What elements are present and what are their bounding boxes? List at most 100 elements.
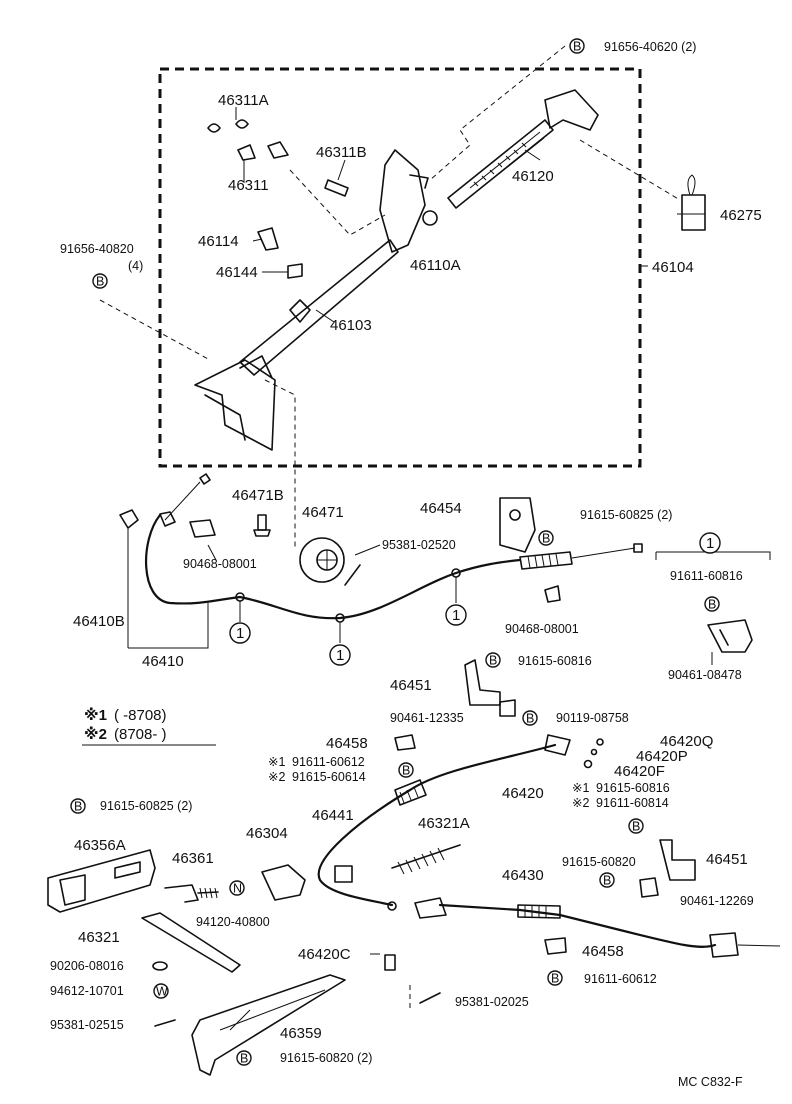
legend-mark-1: ※1 [84,706,107,724]
bolt-b-left-cable: B [398,762,414,778]
label-46321A: 46321A [418,815,470,832]
label-46471: 46471 [302,504,344,521]
label-91611-60612-lower: 91611-60612 [584,972,657,986]
lever-assembly-box [158,67,648,468]
symbol-b: B [526,712,534,726]
symbol-b: B [542,532,550,546]
lower-parts [47,734,696,1076]
label-46420C: 46420C [298,946,351,963]
label-46430: 46430 [502,867,544,884]
label-91615-60816-b: 91615-60816 [596,781,670,795]
symbol-b: B [240,1052,248,1066]
symbol-b: B [96,275,104,289]
label-91615-60825-upper: 91615-60825 (2) [580,508,672,522]
label-46458-lower: 46458 [582,943,624,960]
label-46359: 46359 [280,1025,322,1042]
bolt-b-right-cable: B [628,818,644,834]
label-94120-40800: 94120-40800 [196,915,270,929]
label-94612-10701: 94612-10701 [50,984,124,998]
mark-2-left: ※2 [268,770,285,784]
label-46114: 46114 [198,233,239,250]
label-46451-lower: 46451 [706,851,748,868]
symbol-b: B [551,972,559,986]
label-46311: 46311 [228,177,269,194]
label-46471B: 46471B [232,487,284,504]
label-90468-08001-left: 90468-08001 [183,557,257,571]
bolt-b-91615-60820-2: B 91615-60820 (2) [236,1050,372,1066]
ref-1-text: 1 [706,535,714,552]
label-91611-60612-upper: 91611-60612 [292,755,365,769]
label-91615-60614: 91615-60614 [292,770,366,784]
bolt-b-91615-60820: B [599,872,615,888]
legend-range-2: (8708- ) [114,726,167,743]
symbol-b: B [74,800,82,814]
symbol-b: B [603,874,611,888]
symbol-b: B [402,764,410,778]
label-91615-60825-lower: 91615-60825 (2) [100,799,192,813]
footer-code: MC C832-F [678,1075,743,1089]
mark-1-right: ※1 [572,781,589,795]
label-91656-40820-qty: (4) [128,259,143,273]
ref-1-marker-c: 1 [445,604,467,626]
symbol-b: B [708,598,716,612]
bolt-b-ref1: B [704,596,720,612]
symbol-b: B [489,654,497,668]
label-91615-60816: 91615-60816 [518,654,592,668]
label-46410B: 46410B [73,613,125,630]
legend-range-1: ( -8708) [114,707,167,724]
label-91611-60816: 91611-60816 [670,569,743,583]
ref-1-text: 1 [236,625,244,642]
ref-1-marker-b: 1 [329,644,351,666]
label-46104: 46104 [652,259,694,276]
bolt-b-91615-60825-lower: B 91615-60825 (2) [70,798,192,814]
symbol-n: N [233,882,242,896]
label-46458-upper: 46458 [326,735,368,752]
applicability-legend: ※1 ( -8708) ※2 (8708- ) [82,706,216,746]
ref-1-detail-header: 1 [699,532,721,554]
label-90461-12269: 90461-12269 [680,894,754,908]
label-95381-02520: 95381-02520 [382,538,456,552]
label-46304: 46304 [246,825,288,842]
label-46110A: 46110A [410,257,461,274]
label-46120: 46120 [512,168,554,185]
label-46420Q: 46420Q [660,733,713,750]
washer-w-94612-10701: 94612-10701 W [50,983,169,999]
label-91611-60814: 91611-60814 [596,796,669,810]
rear-cable-46420 [317,734,571,911]
label-46454: 46454 [420,500,462,517]
front-cable-46410 [145,473,643,643]
label-95381-02515: 95381-02515 [50,1018,124,1032]
bolt-b-90119-08758: B 90119-08758 [522,710,629,726]
label-46144: 46144 [216,264,258,281]
label-90468-08001-right: 90468-08001 [505,622,579,636]
label-46356A: 46356A [74,837,126,854]
label-46275: 46275 [720,207,762,224]
label-46451-upper: 46451 [390,677,432,694]
bolt-b-91656-40820: 91656-40820 (4) B [60,242,143,289]
label-46420: 46420 [502,785,544,802]
middle-parts [119,497,561,717]
label-46103: 46103 [330,317,372,334]
label-46361: 46361 [172,850,214,867]
label-46311B: 46311B [316,144,367,161]
ref-1-marker-a: 1 [229,622,251,644]
label-91656-40620: 91656-40620 (2) [604,40,696,54]
label-90461-08478: 90461-08478 [668,668,742,682]
bolt-b-91611-60612: B 91611-60612 [547,970,657,986]
label-46420F: 46420F [614,763,665,780]
bolt-b-91656-40620: B 91656-40620 (2) [569,38,696,54]
ref-1-text: 1 [336,647,344,664]
label-91615-60820: 91615-60820 [562,855,636,869]
label-90461-12335: 90461-12335 [390,711,464,725]
symbol-b: B [573,40,581,54]
mark-2-right: ※2 [572,796,589,810]
upper-leader-lines [99,45,705,550]
label-46441: 46441 [312,807,354,824]
label-46420P: 46420P [636,748,688,765]
label-91656-40820: 91656-40820 [60,242,134,256]
nut-n-94120-40800: N 94120-40800 [196,880,270,929]
label-46321: 46321 [78,929,120,946]
mark-1-left: ※1 [268,755,285,769]
label-95381-02025: 95381-02025 [455,995,529,1009]
